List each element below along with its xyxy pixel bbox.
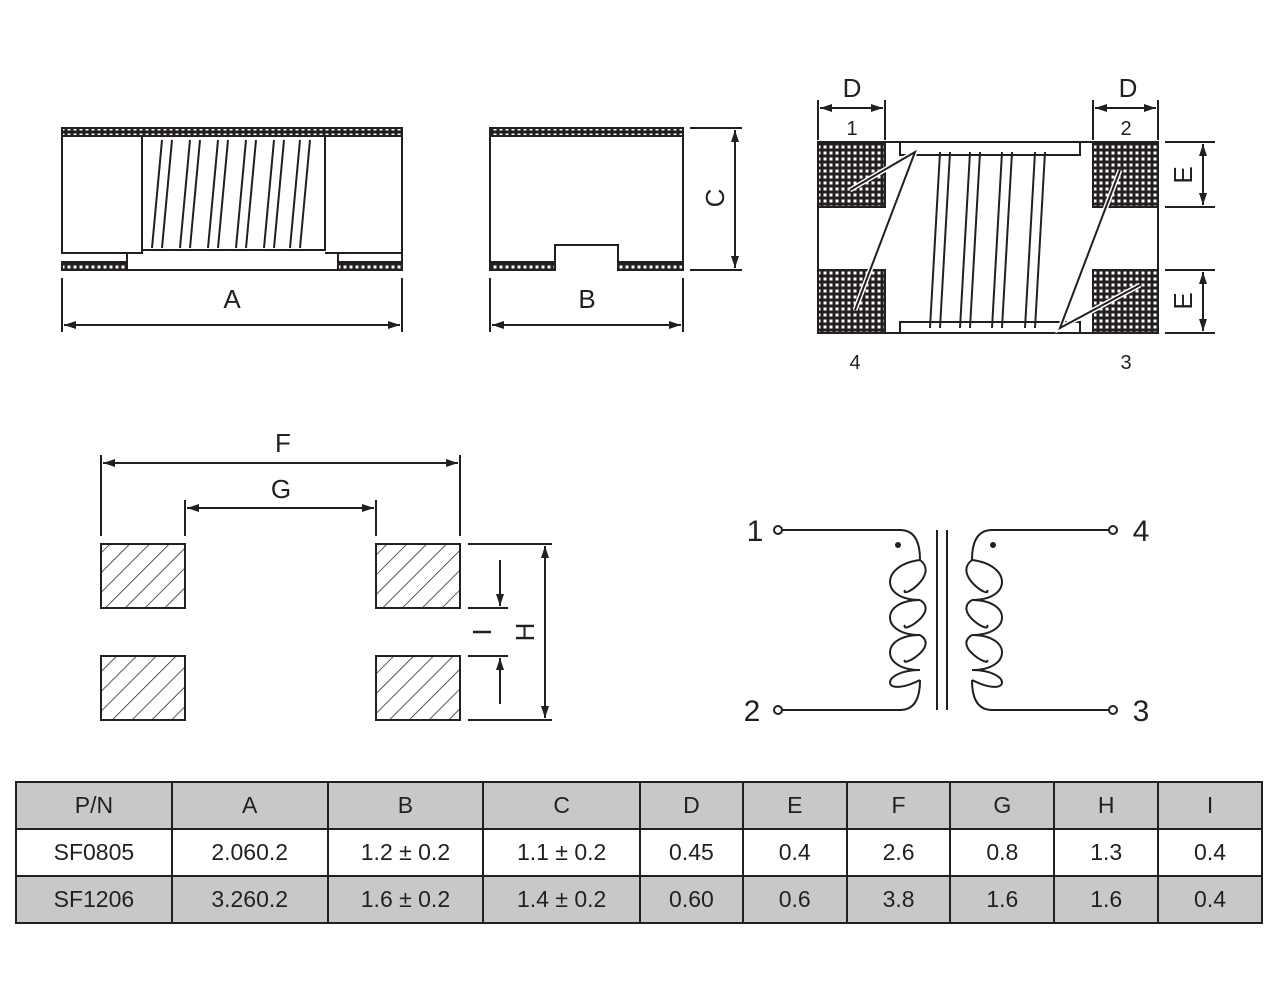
dimensions-table: P/N A B C D E F G H I SF0805 2.060.2 1.2…	[15, 781, 1263, 924]
dim-f-label: F	[275, 428, 291, 458]
dim-d-left-label: D	[843, 73, 862, 103]
table-cell: 1.3	[1053, 828, 1160, 877]
header-cell: A	[170, 781, 329, 830]
schematic-pin-2: 2	[744, 695, 761, 728]
table-header-row: P/N A B C D E F G H I	[15, 781, 1263, 830]
dim-e-top-label: E	[1168, 166, 1198, 183]
table-row: SF1206 3.260.2 1.6 ± 0.2 1.4 ± 0.2 0.60 …	[15, 875, 1263, 924]
schematic-pin-3: 3	[1133, 695, 1150, 728]
dim-a-label: A	[223, 284, 241, 314]
table-cell: 0.45	[638, 828, 744, 877]
table-cell: 1.6	[949, 875, 1056, 924]
header-cell: D	[638, 781, 744, 830]
header-cell: P/N	[15, 781, 173, 830]
table-cell: 0.6	[741, 875, 848, 924]
land-pattern	[100, 455, 552, 721]
pad-1-label: 1	[846, 118, 857, 140]
header-cell: H	[1053, 781, 1160, 830]
table-cell: 1.6 ± 0.2	[326, 875, 485, 924]
table-cell: 1.2 ± 0.2	[326, 828, 485, 877]
dim-g-label: G	[271, 474, 291, 504]
schematic-pin-1: 1	[747, 515, 764, 548]
dimension-drawings: A B C D D 1 2 4 3 E E F G H I 1 2 4 3	[61, 73, 1215, 728]
coil-windings	[151, 139, 311, 249]
table-cell: 2.6	[845, 828, 952, 877]
header-cell: G	[949, 781, 1056, 830]
pad-2-label: 2	[1120, 118, 1131, 140]
table-cell: 0.8	[949, 828, 1056, 877]
dim-h-label: H	[510, 623, 540, 642]
table-cell: SF1206	[15, 875, 173, 924]
table-cell: 0.60	[638, 875, 744, 924]
schematic	[773, 525, 1118, 715]
terminal-2	[773, 705, 783, 715]
table-cell: 0.4	[741, 828, 848, 877]
pad-3-label: 3	[1120, 352, 1131, 374]
terminal-1	[773, 525, 783, 535]
dim-c-label: C	[700, 189, 730, 208]
terminal-4	[1108, 525, 1118, 535]
table-cell: 3.8	[845, 875, 952, 924]
header-cell: F	[845, 781, 952, 830]
header-cell: C	[482, 781, 641, 830]
side-view	[61, 127, 403, 332]
top-view	[817, 100, 1215, 334]
table-row: SF0805 2.060.2 1.2 ± 0.2 1.1 ± 0.2 0.45 …	[15, 828, 1263, 877]
table-cell: 2.060.2	[170, 828, 329, 877]
dim-i-label: I	[467, 628, 497, 635]
dim-d-right-label: D	[1119, 73, 1138, 103]
end-view	[489, 127, 742, 332]
table-cell: 1.4 ± 0.2	[482, 875, 641, 924]
table-cell: 1.1 ± 0.2	[482, 828, 641, 877]
table-cell: 0.4	[1157, 828, 1263, 877]
schematic-pin-4: 4	[1133, 515, 1150, 548]
dim-e-bottom-label: E	[1168, 292, 1198, 309]
table-cell: 1.6	[1053, 875, 1160, 924]
table-cell: 0.4	[1157, 875, 1263, 924]
table-cell: SF0805	[15, 828, 173, 877]
dim-b-label: B	[578, 284, 595, 314]
pad-4-label: 4	[849, 352, 860, 374]
header-cell: E	[741, 781, 848, 830]
header-cell: B	[326, 781, 485, 830]
header-cell: I	[1157, 781, 1263, 830]
terminal-3	[1108, 705, 1118, 715]
table-cell: 3.260.2	[170, 875, 329, 924]
